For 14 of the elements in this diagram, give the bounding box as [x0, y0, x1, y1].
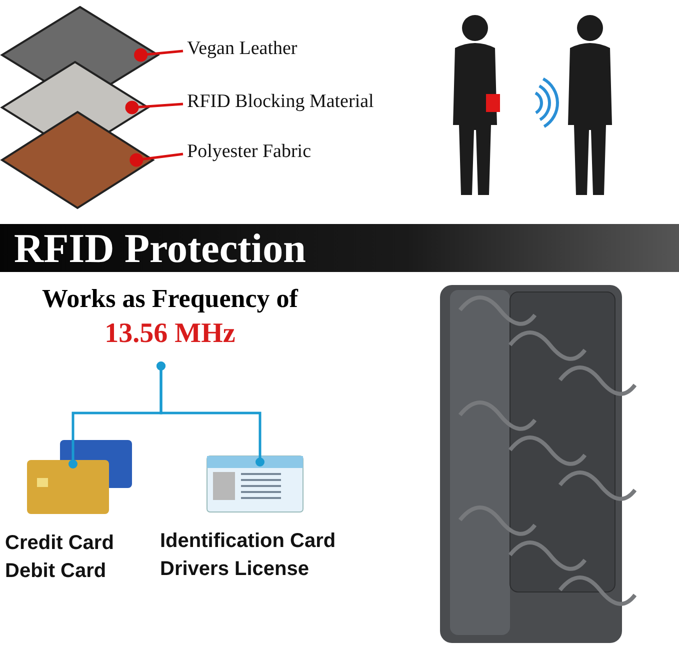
card-type-label: Debit Card [5, 560, 106, 583]
layer-label: Polyester Fabric [187, 141, 312, 163]
leader-line [130, 152, 184, 167]
connector-line [156, 362, 264, 466]
leader-line [125, 100, 184, 114]
card-type-label: Credit Card [5, 532, 114, 555]
frequency-value: 13.56 MHz [104, 318, 236, 350]
layer-label: RFID Blocking Material [187, 91, 374, 113]
heading-text: Works as Frequency of [41, 284, 300, 314]
card-type-label: Identification Card [160, 530, 336, 553]
layer-label: Vegan Leather [187, 38, 298, 60]
card-type-label: Drivers License [160, 558, 309, 581]
title: RFID Protection [14, 224, 306, 272]
leader-line [134, 48, 184, 62]
